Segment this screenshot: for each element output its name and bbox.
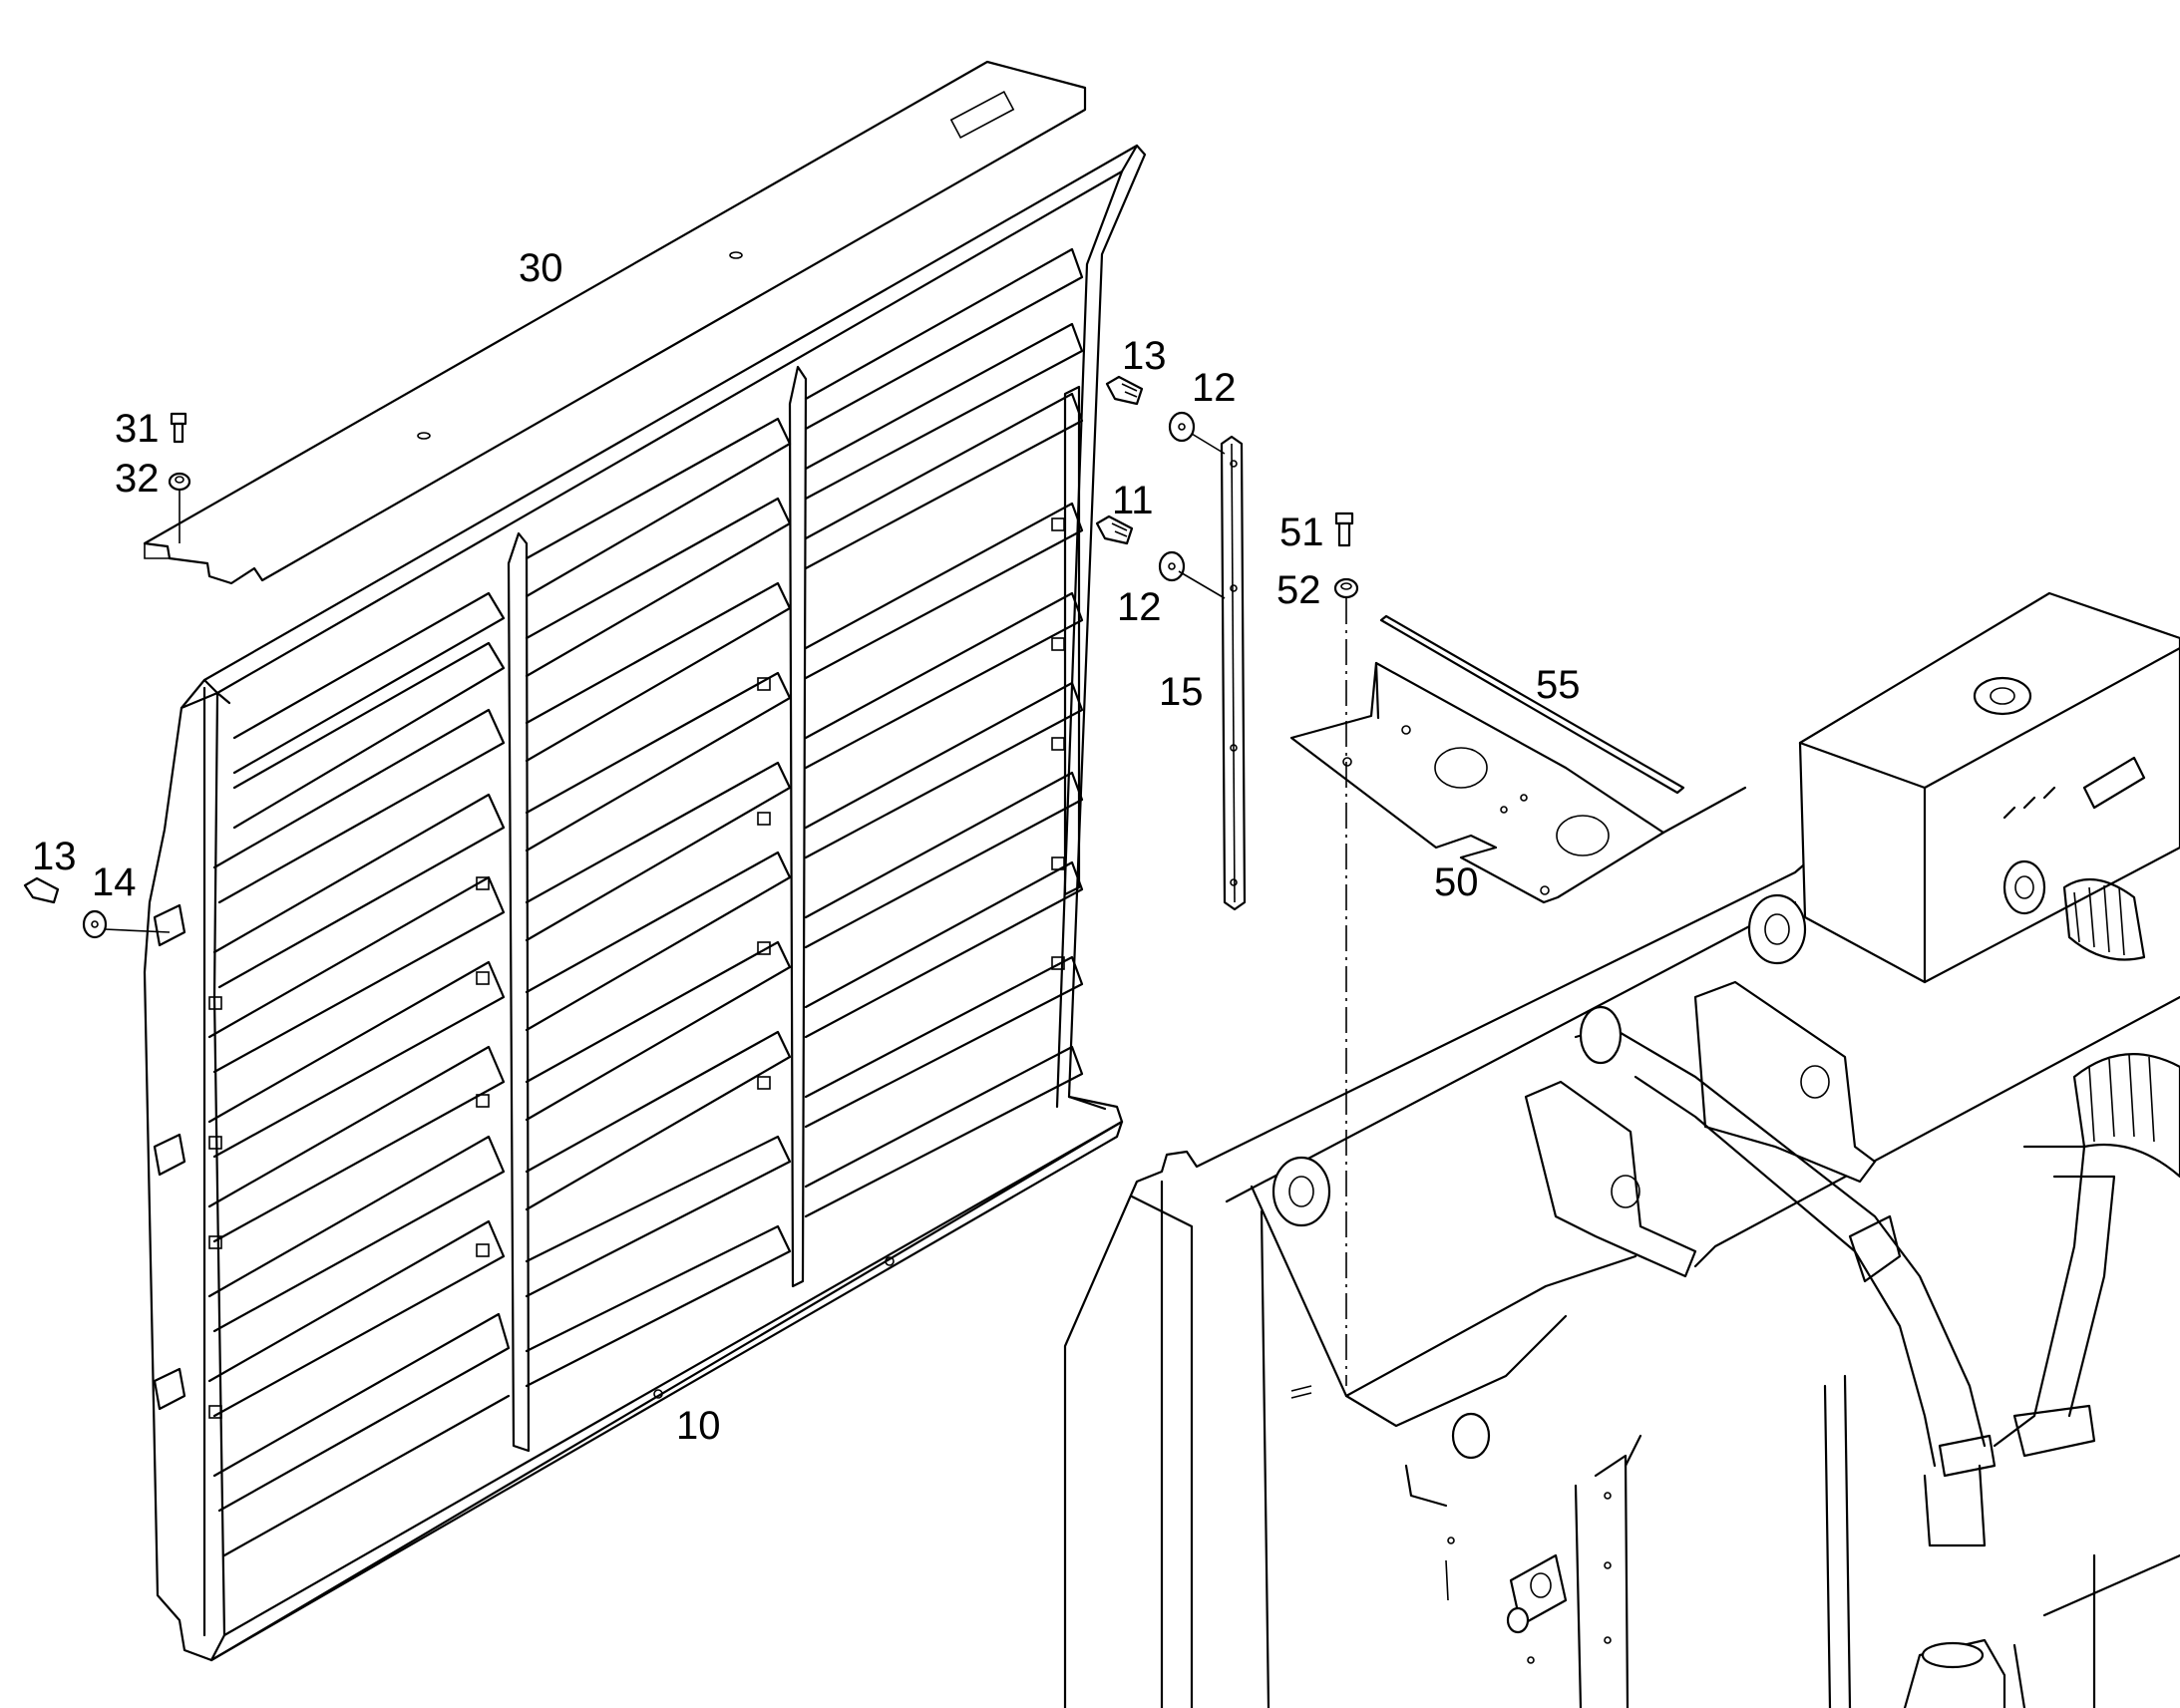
callout-14: 14	[92, 860, 137, 904]
callout-52: 52	[1276, 568, 1321, 612]
part-52-nut	[1333, 577, 1359, 599]
part-13-bolt-upper	[1105, 375, 1144, 406]
callout-13-left: 13	[32, 835, 77, 878]
part-12-washer-lower	[1158, 550, 1186, 582]
callout-31: 31	[115, 407, 160, 451]
part-50-mounting-plate	[1289, 661, 1747, 904]
callout-11: 11	[1112, 479, 1154, 522]
callout-13-upper: 13	[1122, 334, 1167, 378]
callout-12-lower: 12	[1117, 585, 1162, 629]
callout-32: 32	[115, 457, 160, 501]
part-51-screw	[1334, 512, 1354, 547]
callout-50: 50	[1434, 860, 1479, 904]
callout-15: 15	[1159, 670, 1204, 714]
callout-55: 55	[1536, 663, 1581, 707]
part-11-bolt	[1095, 514, 1134, 545]
part-30-top-cover-plate	[143, 60, 1087, 585]
part-14-washer	[82, 909, 108, 939]
callout-30: 30	[519, 246, 563, 290]
callout-51: 51	[1279, 511, 1324, 554]
part-10-louver-grille	[143, 144, 1147, 1662]
callout-labels: 30 13 12 31 32 11 12 51 52 55 15 13 14 5…	[32, 246, 1581, 1448]
leader-lines	[104, 433, 1347, 1386]
callout-10: 10	[676, 1404, 721, 1448]
part-55-seal-strip	[1379, 614, 1685, 795]
part-15-vertical-strip	[1220, 435, 1247, 911]
callout-12-upper: 12	[1192, 366, 1237, 410]
machine-frame-background	[1063, 591, 2180, 1708]
part-31-screw	[170, 412, 187, 444]
part-12-washer-upper	[1168, 411, 1196, 443]
part-32-nut	[168, 472, 191, 492]
part-13-bolt-left	[23, 876, 60, 904]
